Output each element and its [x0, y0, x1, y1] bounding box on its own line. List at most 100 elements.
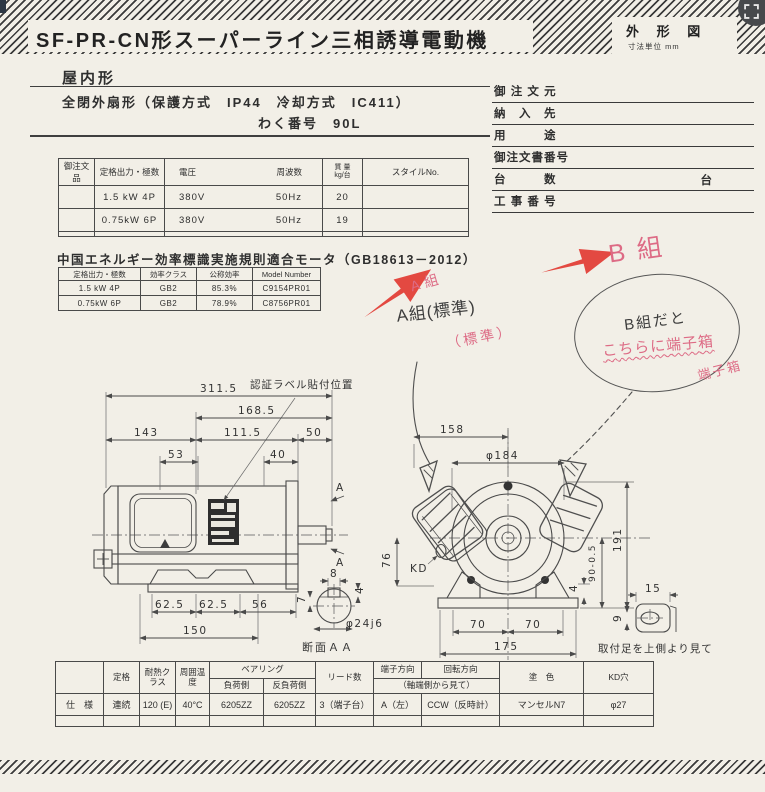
col-style: スタイルNo. — [362, 158, 469, 186]
unit-label: 寸法単位 — [628, 42, 662, 51]
order-table: 御注文品 定格出力・極数 電圧周波数 質 量 kg/台 スタイルNo. 1.5 … — [58, 158, 469, 237]
col-output: 定格出力・極数 — [94, 158, 165, 186]
quantity-unit: 台 — [700, 175, 713, 187]
dim-slot-height: 9 — [612, 614, 624, 622]
dim-shaft-diameter: φ24j6 — [346, 618, 383, 630]
col-blank — [55, 661, 104, 694]
dim-rear-length: 143 — [134, 427, 159, 439]
doc-type-label: 外 形 図 — [626, 24, 708, 39]
dim-total-height: 191 — [612, 527, 624, 552]
col-bearing-opp: 反負荷側 — [262, 678, 317, 694]
dim-front-length: 168.5 — [238, 405, 276, 417]
cell-paint: マンセルN7 — [499, 693, 585, 716]
dim-foot-left: 70 — [470, 619, 486, 631]
dim-kd-label: KD — [410, 563, 428, 575]
cell-mass: 20 — [322, 185, 363, 209]
dim-front-width: 158 — [440, 424, 465, 436]
rule-top — [30, 86, 490, 88]
dim-foot-front: 56 — [252, 599, 268, 611]
cell-model: C8756PR01 — [252, 295, 321, 311]
dim-shaft-height: 90-0.5 — [588, 544, 598, 582]
annotation-a-group-sub: （標準） — [445, 322, 515, 352]
cell-output: 1.5 kW 4P — [94, 185, 165, 209]
foot-view-label: 取付足を上側より見て — [598, 642, 713, 655]
col-view-note: （軸端側から見て） — [373, 678, 501, 694]
cell-bearing-opp: 6205ZZ — [262, 693, 317, 716]
dim-section-a-bot: A — [336, 557, 345, 569]
col-output: 定格出力・極数 — [58, 267, 141, 281]
col-model: Model Number — [252, 267, 321, 281]
cell-class: GB2 — [140, 295, 197, 311]
table-row: 1.5 kW 4P GB2 85.3% C9154PR01 — [58, 280, 321, 296]
front-view: KD 76 158 φ184 191 90-0.5 4 70 — [381, 424, 650, 660]
pencil-sketches — [411, 361, 633, 561]
indoor-type-label: 屋内形 — [62, 70, 117, 87]
frame-number: わく番号 90L — [258, 116, 362, 131]
dim-foot-a: 62.5 — [155, 599, 184, 611]
dim-overall-length: 311.5 — [200, 383, 238, 395]
cell-efficiency: 85.3% — [196, 280, 253, 296]
efficiency-table: 定格出力・極数 効率クラス 公称効率 Model Number 1.5 kW 4… — [58, 267, 321, 311]
dim-foot-right: 70 — [525, 619, 541, 631]
form-row-orderer: 御 注 文 元 — [492, 80, 754, 103]
foot-detail: 15 9 取付足を上側より見て — [598, 583, 713, 655]
col-paint-color: 塗 色 — [499, 661, 585, 694]
cell-output: 0.75kW 6P — [94, 208, 165, 232]
annotation-b-group: B組 — [606, 231, 676, 269]
col-rating: 定格 — [103, 661, 140, 694]
cell-class: GB2 — [140, 280, 197, 296]
title-box: SF-PR-CN形スーパーライン三相誘導電動機 — [28, 20, 533, 52]
dim-kd-height: 76 — [381, 552, 393, 568]
balloon-line1: B組だと — [623, 309, 689, 334]
col-kd-hole: KD穴 — [583, 661, 655, 694]
form-row-po-number: 御注文書番号 — [492, 146, 754, 169]
dim-foot-span: 150 — [183, 625, 208, 637]
dim-40: 40 — [270, 449, 286, 461]
cell-voltage-freq: 380V 50Hz — [164, 185, 323, 209]
efficiency-header: 定格出力・極数 効率クラス 公称効率 Model Number — [58, 267, 321, 281]
table-row-empty — [58, 231, 469, 237]
cell-freq: 50Hz — [275, 191, 302, 203]
row-label: 仕 様 — [55, 693, 104, 716]
spec-table: 定格 耐熱クラス 周囲温度 ベアリング リード数 端子方向 回転方向 塗 色 K… — [55, 661, 655, 727]
red-arrow-shape — [364, 269, 432, 318]
col-heat-class: 耐熱クラス — [139, 661, 176, 694]
cell-voltage: 380V — [179, 191, 206, 203]
form-label: 台 数 — [494, 174, 557, 186]
col-mass-label: 質 量 — [334, 164, 351, 171]
efficiency-title: 中国エネルギー効率標識実施規則適合モータ（GB18613－2012） — [57, 253, 477, 267]
spec-empty-row — [55, 715, 655, 727]
table-row: 0.75kW 6P GB2 78.9% C8756PR01 — [58, 295, 321, 311]
enclosure-spec: 全閉外扇形（保護方式 IP44 冷却方式 IC411） — [62, 95, 411, 110]
col-rotation-direction: 回転方向 — [421, 661, 501, 679]
form-label: 用 途 — [494, 130, 557, 142]
cell-terminal: A（左） — [373, 693, 423, 716]
outline-drawing: A A 認証ラベル貼付位置 311.5 168.5 143 111.5 50 5… — [92, 361, 713, 660]
rule-bottom — [30, 135, 490, 137]
expand-icon — [744, 4, 759, 19]
form-label: 納 入 先 — [494, 108, 557, 120]
dim-mid-length: 111.5 — [224, 427, 262, 439]
unit-value: mm — [665, 42, 680, 51]
section-label: 断面ＡＡ — [302, 640, 354, 654]
col-ambient-temp: 周囲温度 — [175, 661, 210, 694]
col-mass: 質 量 kg/台 — [322, 158, 363, 186]
dim-foot-width: 175 — [494, 641, 519, 653]
scan-corner-artifact — [0, 0, 6, 13]
spec-values-row: 仕 様 連続 120 (E) 40°C 6205ZZ 6205ZZ 3（端子台）… — [55, 693, 655, 716]
dim-section-a-top: A — [336, 482, 345, 494]
section-aa-detail: 8 4 7 φ24j6 断面ＡＡ — [296, 568, 383, 654]
cell-rotation: CCW（反時計） — [421, 693, 501, 716]
balloon-line2: こちらに端子箱 — [601, 333, 715, 360]
col-class: 効率クラス — [140, 267, 197, 281]
col-freq: 周波数 — [276, 167, 302, 177]
cell-item — [58, 208, 95, 232]
order-form: 御 注 文 元 納 入 先 用 途 御注文書番号 台 数 台 工 事 番 号 — [492, 80, 754, 214]
cell-item — [58, 185, 95, 209]
cell-leads: 3（端子台） — [315, 693, 375, 716]
red-arrow-shape — [541, 249, 615, 274]
cell-rating: 連続 — [103, 693, 140, 716]
form-row-project-number: 工 事 番 号 — [492, 190, 754, 213]
side-view: A A 認証ラベル貼付位置 311.5 168.5 143 111.5 50 5… — [92, 378, 353, 644]
